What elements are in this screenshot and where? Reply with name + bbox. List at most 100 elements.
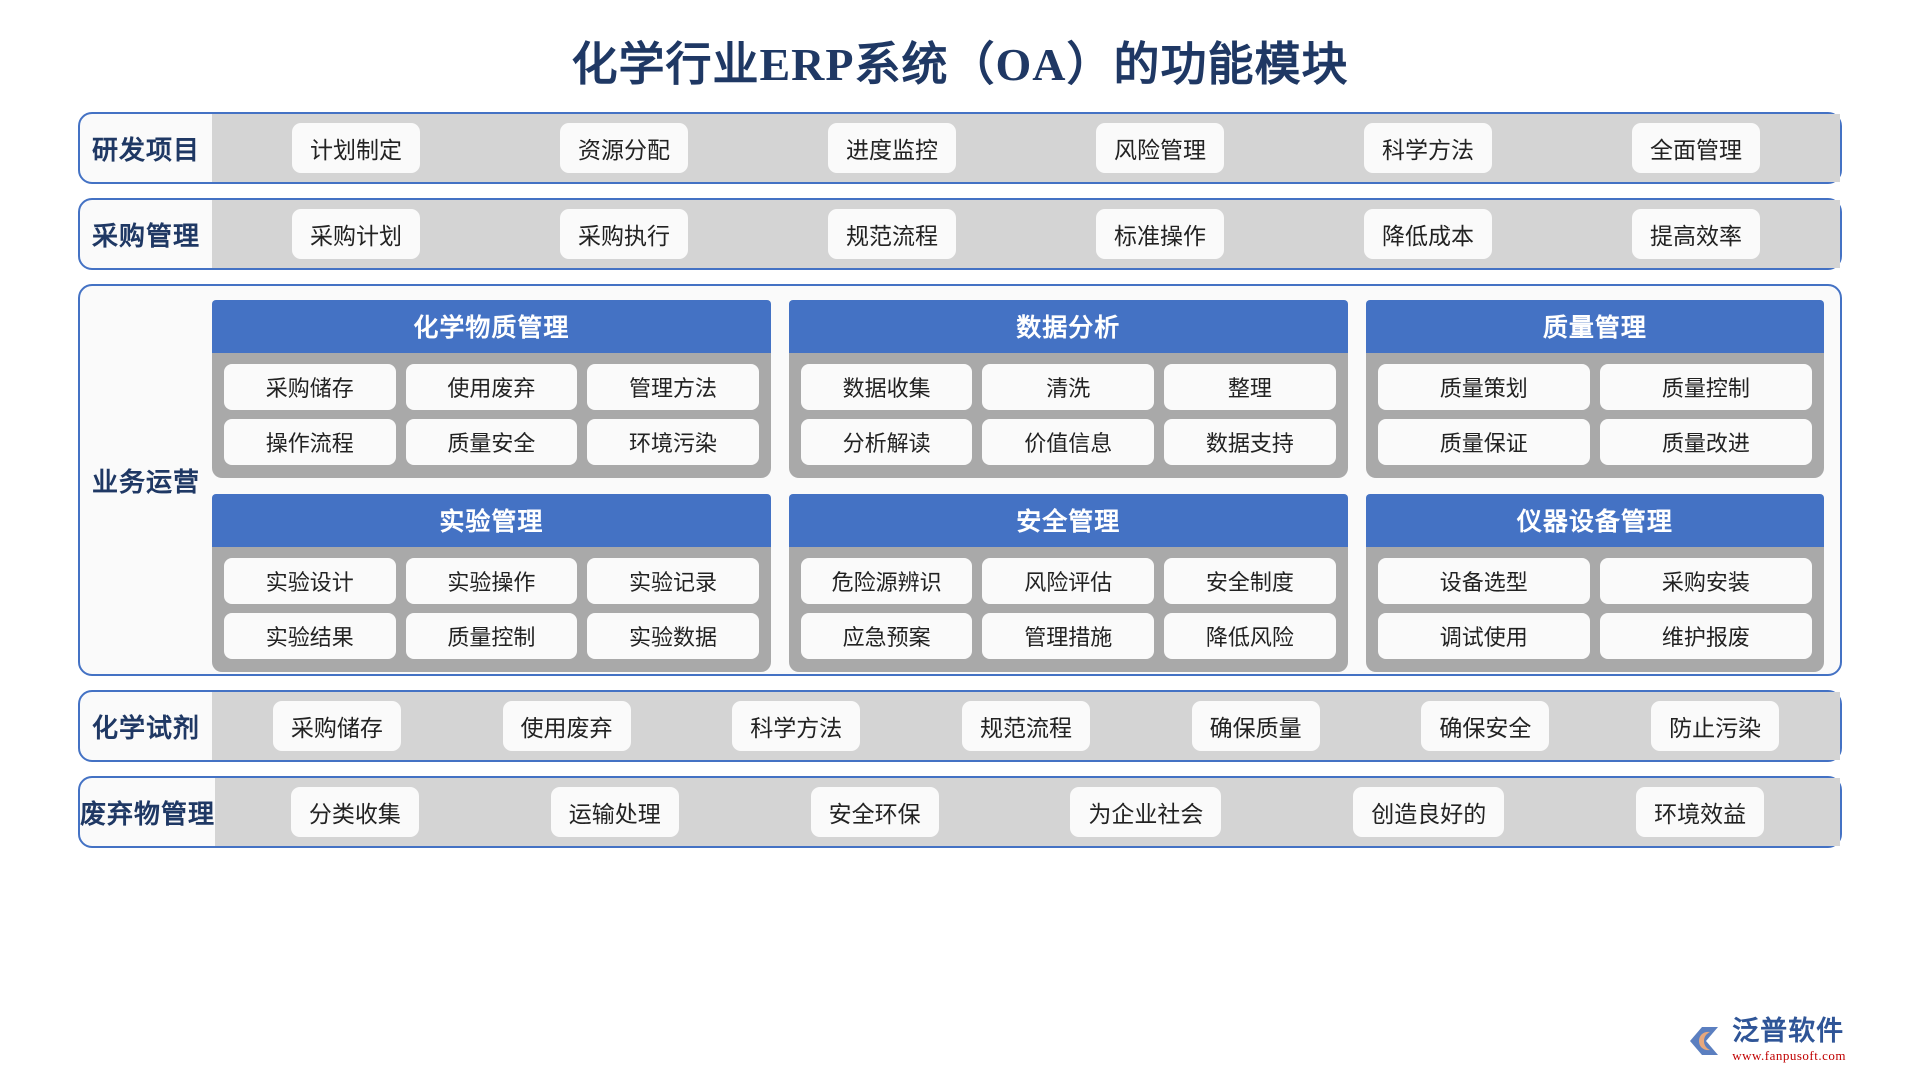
- pill-item[interactable]: 实验设计: [224, 558, 396, 604]
- pill-item[interactable]: 分析解读: [800, 419, 973, 465]
- section-chemical-reagent: 化学试剂 采购储存 使用废弃 科学方法 规范流程 确保质量 确保安全 防止污染: [78, 690, 1842, 762]
- pill-item[interactable]: 调试使用: [1377, 613, 1590, 659]
- pill-item[interactable]: 资源分配: [560, 123, 688, 173]
- panel-title: 实验管理: [212, 494, 771, 547]
- panel-chemical-substance-management: 化学物质管理 采购储存 使用废弃 管理方法 操作流程 质量安全 环境污染: [212, 300, 771, 478]
- section-label-rd-project: 研发项目: [91, 135, 200, 165]
- pill-item[interactable]: 科学方法: [1364, 123, 1492, 173]
- panel-body: 采购储存 使用废弃 管理方法 操作流程 质量安全 环境污染: [212, 353, 771, 478]
- pill-item[interactable]: 维护报废: [1599, 613, 1812, 659]
- pill-item[interactable]: 整理: [1164, 364, 1336, 410]
- pill-item[interactable]: 全面管理: [1632, 123, 1760, 173]
- panel-row: 采购储存 使用废弃 管理方法: [224, 364, 759, 410]
- pill-item[interactable]: 进度监控: [828, 123, 956, 173]
- pill-item[interactable]: 质量安全: [405, 419, 578, 465]
- pill-item[interactable]: 创造良好的: [1353, 787, 1505, 837]
- pill-item[interactable]: 实验数据: [587, 613, 759, 659]
- section-purchase-management: 采购管理 采购计划 采购执行 规范流程 标准操作 降低成本 提高效率: [78, 198, 1842, 270]
- pill-item[interactable]: 降低成本: [1364, 209, 1492, 259]
- panel-body: 实验设计 实验操作 实验记录 实验结果 质量控制 实验数据: [212, 547, 771, 672]
- pill-item[interactable]: 环境污染: [587, 419, 759, 465]
- panel-experiment-management: 实验管理 实验设计 实验操作 实验记录 实验结果 质量控制 实验数据: [212, 494, 771, 672]
- pill-item[interactable]: 采购储存: [272, 701, 401, 751]
- panel-row: 应急预案 管理措施 降低风险: [800, 613, 1336, 659]
- section-label-business-operations: 业务运营: [91, 467, 200, 497]
- pill-item[interactable]: 安全制度: [1164, 558, 1336, 604]
- panel-title: 数据分析: [788, 300, 1348, 353]
- panel-row: 设备选型 采购安装: [1377, 558, 1812, 604]
- pill-item[interactable]: 采购储存: [224, 364, 396, 410]
- pill-item[interactable]: 质量改进: [1599, 419, 1812, 465]
- pill-item[interactable]: 确保质量: [1191, 701, 1320, 751]
- panel-quality-management: 质量管理 质量策划 质量控制 质量保证 质量改进: [1365, 300, 1824, 478]
- panel-safety-management: 安全管理 危险源辨识 风险评估 安全制度 应急预案 管理措施 降低风险: [788, 494, 1348, 672]
- pill-item[interactable]: 质量控制: [1599, 364, 1812, 410]
- pill-item[interactable]: 使用废弃: [502, 701, 631, 751]
- logo-brand-name: 泛普软件: [1732, 1016, 1845, 1046]
- section-label-waste-management: 废弃物管理: [80, 799, 216, 829]
- pill-item[interactable]: 科学方法: [732, 701, 861, 751]
- pill-item[interactable]: 规范流程: [828, 209, 956, 259]
- fanpu-logo-icon: [1684, 1021, 1724, 1061]
- pill-item[interactable]: 质量控制: [405, 613, 578, 659]
- panel-row: 质量策划 质量控制: [1377, 364, 1812, 410]
- section-label-chemical-reagent: 化学试剂: [91, 713, 200, 743]
- pill-item[interactable]: 质量策划: [1377, 364, 1590, 410]
- pill-item[interactable]: 实验结果: [224, 613, 396, 659]
- pill-item[interactable]: 标准操作: [1096, 209, 1224, 259]
- pill-item[interactable]: 设备选型: [1377, 558, 1590, 604]
- panel-row: 质量保证 质量改进: [1377, 419, 1812, 465]
- pill-item[interactable]: 安全环保: [810, 787, 939, 837]
- logo-website-url: www.fanpusoft.com: [1732, 1048, 1846, 1063]
- panel-body: 数据收集 清洗 整理 分析解读 价值信息 数据支持: [788, 353, 1348, 478]
- pill-item[interactable]: 应急预案: [800, 613, 973, 659]
- pill-item[interactable]: 数据支持: [1164, 419, 1336, 465]
- panel-row: 数据收集 清洗 整理: [800, 364, 1336, 410]
- pill-item[interactable]: 使用废弃: [405, 364, 578, 410]
- pill-item[interactable]: 危险源辨识: [800, 558, 973, 604]
- pill-item[interactable]: 分类收集: [290, 787, 419, 837]
- section-waste-management: 废弃物管理 分类收集 运输处理 安全环保 为企业社会 创造良好的 环境效益: [78, 776, 1842, 848]
- pill-item[interactable]: 计划制定: [292, 123, 420, 173]
- panel-body: 设备选型 采购安装 调试使用 维护报废: [1365, 547, 1824, 672]
- pill-item[interactable]: 环境效益: [1636, 787, 1765, 837]
- section-business-operations: 业务运营 化学物质管理 采购储存 使用废弃 管理方法 操作流程 质量安全 环境污…: [78, 284, 1842, 676]
- panel-title: 质量管理: [1365, 300, 1824, 353]
- logo-text-wrap: 泛普软件 www.fanpusoft.com: [1732, 1018, 1846, 1064]
- pill-strip-rd-project: 计划制定 资源分配 进度监控 风险管理 科学方法 全面管理: [212, 114, 1840, 182]
- pill-item[interactable]: 采购计划: [292, 209, 420, 259]
- pill-item[interactable]: 降低风险: [1164, 613, 1336, 659]
- operations-panel-grid: 化学物质管理 采购储存 使用废弃 管理方法 操作流程 质量安全 环境污染 数据分…: [212, 286, 1840, 674]
- pill-item[interactable]: 清洗: [982, 364, 1155, 410]
- pill-strip-purchase-management: 采购计划 采购执行 规范流程 标准操作 降低成本 提高效率: [212, 200, 1840, 268]
- pill-item[interactable]: 管理方法: [587, 364, 759, 410]
- pill-item[interactable]: 操作流程: [224, 419, 396, 465]
- pill-item[interactable]: 质量保证: [1377, 419, 1590, 465]
- pill-item[interactable]: 为企业社会: [1070, 787, 1222, 837]
- pill-item[interactable]: 规范流程: [961, 701, 1090, 751]
- panel-body: 质量策划 质量控制 质量保证 质量改进: [1365, 353, 1824, 478]
- footer-logo: 泛普软件 www.fanpusoft.com: [1684, 1018, 1846, 1064]
- pill-item[interactable]: 数据收集: [800, 364, 973, 410]
- pill-item[interactable]: 确保安全: [1421, 701, 1550, 751]
- panel-instrument-equipment-management: 仪器设备管理 设备选型 采购安装 调试使用 维护报废: [1365, 494, 1824, 672]
- panel-row: 分析解读 价值信息 数据支持: [800, 419, 1336, 465]
- panel-row: 实验设计 实验操作 实验记录: [224, 558, 759, 604]
- panel-title: 仪器设备管理: [1365, 494, 1824, 547]
- pill-item[interactable]: 采购执行: [560, 209, 688, 259]
- pill-item[interactable]: 提高效率: [1632, 209, 1760, 259]
- pill-item[interactable]: 实验操作: [405, 558, 578, 604]
- panel-row: 危险源辨识 风险评估 安全制度: [800, 558, 1336, 604]
- section-label-purchase-management: 采购管理: [91, 221, 200, 251]
- pill-item[interactable]: 风险管理: [1096, 123, 1224, 173]
- pill-item[interactable]: 防止污染: [1651, 701, 1780, 751]
- pill-item[interactable]: 风险评估: [982, 558, 1155, 604]
- pill-item[interactable]: 价值信息: [982, 419, 1155, 465]
- pill-item[interactable]: 管理措施: [982, 613, 1155, 659]
- section-rd-project: 研发项目 计划制定 资源分配 进度监控 风险管理 科学方法 全面管理: [78, 112, 1842, 184]
- pill-item[interactable]: 实验记录: [587, 558, 759, 604]
- pill-item[interactable]: 运输处理: [550, 787, 679, 837]
- panel-row: 操作流程 质量安全 环境污染: [224, 419, 759, 465]
- panel-row: 实验结果 质量控制 实验数据: [224, 613, 759, 659]
- pill-item[interactable]: 采购安装: [1599, 558, 1812, 604]
